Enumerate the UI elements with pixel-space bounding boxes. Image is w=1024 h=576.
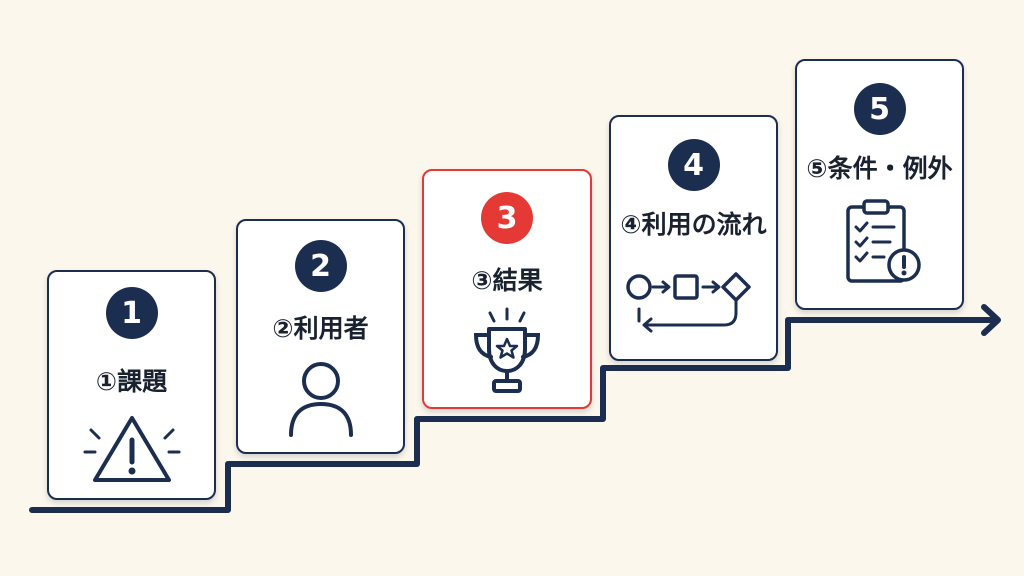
step-number-badge: 4 — [667, 139, 720, 191]
step-card-3: 3 ③結果 — [422, 169, 592, 409]
warning-icon — [83, 416, 180, 482]
step-number-badge: 5 — [853, 83, 906, 135]
step-label: ⑤条件・例外 — [806, 154, 953, 183]
checklist-icon — [845, 199, 921, 283]
step-label: ②利用者 — [272, 314, 369, 343]
step-number-badge: 2 — [294, 240, 347, 292]
step-label: ④利用の流れ — [620, 210, 767, 239]
arrow-head-icon — [981, 304, 1001, 336]
trophy-icon — [473, 307, 541, 393]
step-number-badge: 3 — [481, 192, 533, 244]
step-label: ①課題 — [95, 367, 168, 396]
flow-icon — [625, 272, 751, 333]
step-card-4: 4 ④利用の流れ — [609, 115, 778, 361]
step-label: ③結果 — [471, 266, 543, 295]
user-icon — [288, 362, 353, 437]
step-card-5: 5 ⑤条件・例外 — [795, 59, 964, 310]
step-card-1: 1 ①課題 — [47, 270, 216, 500]
step-number-badge: 1 — [105, 287, 158, 339]
step-card-2: 2 ②利用者 — [236, 219, 405, 454]
